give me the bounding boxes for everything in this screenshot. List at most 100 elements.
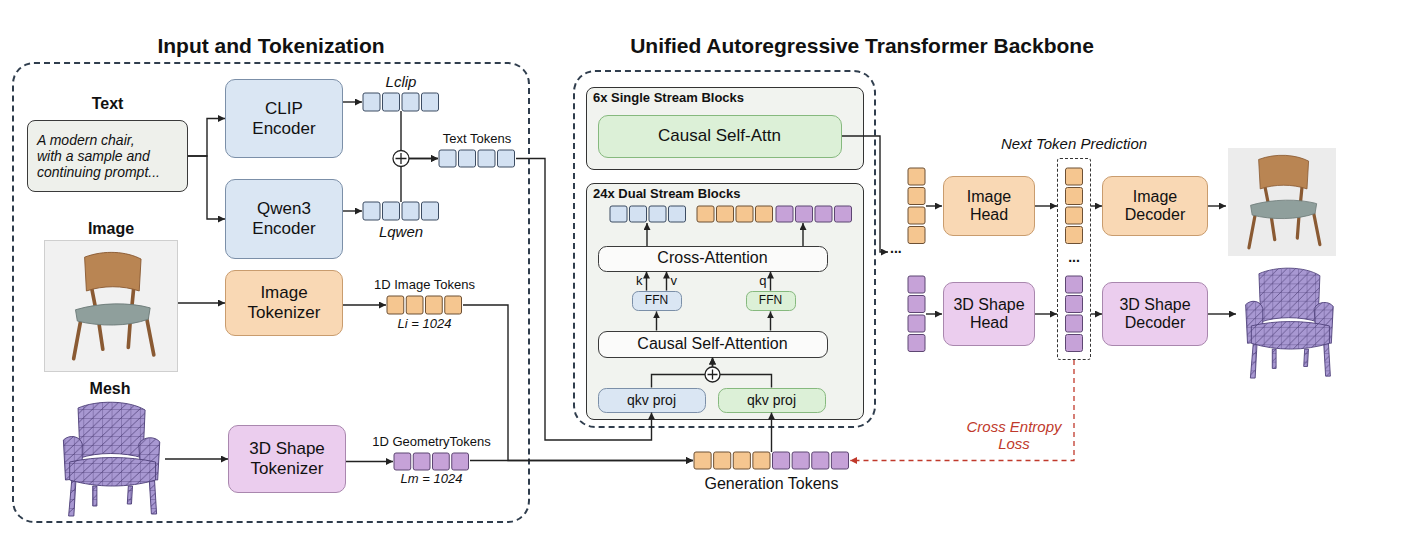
token-square bbox=[908, 168, 925, 185]
mesh-part bbox=[1304, 349, 1309, 366]
token-square bbox=[1066, 335, 1083, 352]
token-square bbox=[363, 202, 380, 220]
token-square bbox=[439, 150, 456, 167]
block-group: 6x Single Stream BlocksCausal Self-Attn bbox=[586, 87, 864, 170]
mesh-wire bbox=[1246, 301, 1263, 343]
token-strip: Generation Tokens bbox=[693, 452, 850, 469]
token-square bbox=[908, 335, 925, 352]
block-group: 24x Dual Stream BlocksCross-AttentionFFN… bbox=[586, 183, 864, 420]
token-square bbox=[383, 93, 400, 111]
mesh-part bbox=[127, 486, 132, 504]
token-square bbox=[459, 150, 476, 167]
mesh-part bbox=[1324, 343, 1331, 376]
mesh-wire bbox=[1304, 349, 1309, 366]
token-square bbox=[1066, 296, 1083, 313]
token-strip: 1D GeometryTokensLm = 1024 bbox=[393, 453, 470, 470]
token-square bbox=[1066, 168, 1083, 185]
box-label: Cross-Attention bbox=[657, 249, 767, 267]
heading-text: Text Tokens bbox=[443, 132, 511, 147]
shape-path bbox=[396, 153, 407, 164]
chair-back bbox=[85, 252, 141, 291]
token-square bbox=[445, 296, 462, 314]
mesh-wire bbox=[139, 438, 160, 480]
mesh-wire bbox=[1272, 349, 1276, 368]
mesh-part bbox=[1314, 302, 1333, 343]
heading-text: Image bbox=[88, 220, 134, 238]
token-square bbox=[773, 452, 790, 469]
mesh-part bbox=[139, 438, 160, 480]
prompt-box: TextA modern chair, with a sample and co… bbox=[27, 120, 188, 192]
box-label: Image Head bbox=[951, 188, 1027, 225]
chair-leg bbox=[92, 289, 96, 308]
flow-connector bbox=[343, 101, 362, 102]
chair-leg bbox=[1272, 218, 1275, 239]
box-label: Qwen3 Encoder bbox=[242, 199, 326, 238]
heading-text: Input and Tokenization bbox=[157, 34, 384, 58]
mesh-wire bbox=[78, 402, 145, 458]
picture-ground bbox=[1228, 148, 1336, 256]
token-caption: Lqwen bbox=[379, 223, 423, 240]
token-square bbox=[908, 207, 925, 224]
token-square bbox=[733, 452, 750, 469]
token-square bbox=[908, 276, 925, 293]
box-label: 3D Shape Head bbox=[951, 296, 1027, 333]
token-square bbox=[498, 150, 515, 167]
picture-ground bbox=[45, 241, 177, 371]
flow-connector bbox=[401, 159, 438, 203]
chair-leg bbox=[1301, 186, 1303, 202]
chair-leg bbox=[1297, 217, 1299, 238]
head-box: 3D Shape Head bbox=[943, 282, 1035, 346]
mesh-part bbox=[70, 458, 156, 487]
mesh-part bbox=[149, 480, 156, 514]
token-square bbox=[1066, 207, 1083, 224]
attention-box: Cross-Attention bbox=[598, 246, 828, 272]
head-box: Image Head bbox=[943, 176, 1035, 236]
encoder-box: CLIP Encoder bbox=[225, 79, 343, 158]
token-square bbox=[908, 315, 925, 332]
image-input: Image bbox=[44, 240, 178, 372]
picture-ground bbox=[50, 244, 172, 368]
token-square bbox=[422, 93, 439, 111]
flow-connector bbox=[1035, 205, 1057, 206]
box-label: qkv proj bbox=[747, 392, 796, 408]
flow-connector bbox=[178, 302, 225, 303]
sum-symbol bbox=[393, 151, 409, 167]
mesh-wire bbox=[1324, 343, 1331, 376]
mesh-picture bbox=[63, 402, 159, 516]
chair-leg bbox=[99, 325, 103, 349]
shape-circle bbox=[393, 151, 409, 167]
box-label: CLIP Encoder bbox=[242, 99, 326, 138]
box-label: Image Tokenizer bbox=[242, 283, 326, 322]
mesh-wire bbox=[1314, 302, 1333, 343]
mesh-wire bbox=[149, 480, 156, 514]
mesh-part bbox=[1251, 322, 1329, 350]
token-square bbox=[387, 296, 404, 314]
section-panel: Unified Autoregressive Transformer Backb… bbox=[573, 70, 876, 428]
mesh-wire bbox=[127, 486, 132, 504]
token-square bbox=[1066, 188, 1083, 205]
flow-connector bbox=[470, 460, 693, 461]
token-square bbox=[908, 296, 925, 313]
chair-leg bbox=[74, 319, 81, 358]
chair-picture bbox=[50, 244, 172, 368]
box-label: 3D Shape Tokenizer bbox=[245, 439, 329, 478]
tokenizer-box: 3D Shape Tokenizer bbox=[228, 425, 346, 493]
token-square bbox=[426, 296, 443, 314]
decoder-box: Image Decoder bbox=[1102, 176, 1208, 236]
heading-text: Next Token Prediction bbox=[1001, 135, 1147, 152]
ffn-box: FFN bbox=[632, 291, 682, 312]
mesh-wire bbox=[69, 480, 76, 516]
projection-box: qkv proj bbox=[718, 388, 826, 413]
attention-box: Causal Self-Attn bbox=[598, 115, 842, 158]
box-label: FFN bbox=[759, 294, 782, 308]
token-square bbox=[1066, 227, 1083, 244]
token-square bbox=[694, 452, 711, 469]
token-square bbox=[452, 453, 469, 470]
mesh-picture bbox=[1246, 268, 1334, 378]
mesh-wire bbox=[70, 458, 156, 487]
flow-connector bbox=[165, 458, 228, 459]
heading-text: Lclip bbox=[386, 73, 417, 90]
mesh-part bbox=[1259, 268, 1320, 322]
